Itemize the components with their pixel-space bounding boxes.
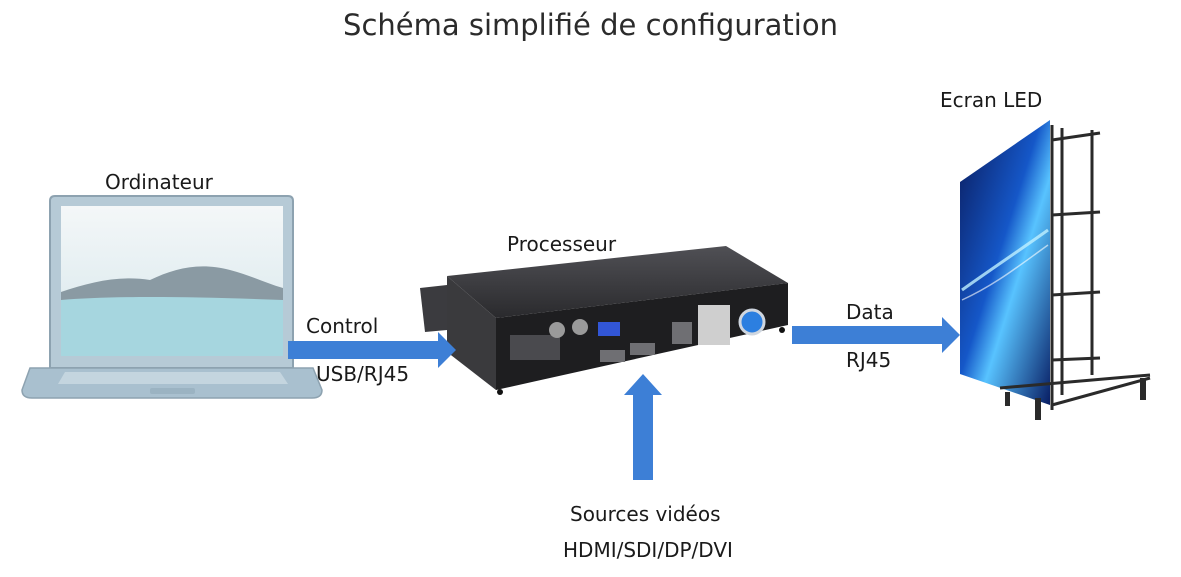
processor-illustration: [420, 246, 788, 395]
arrow-data: [792, 317, 960, 353]
label-control: Control: [306, 314, 379, 338]
label-computer: Ordinateur: [105, 170, 213, 194]
led-panel: [960, 120, 1050, 405]
diagram-title: Schéma simplifié de configuration: [343, 8, 838, 42]
arrow-control: [288, 332, 456, 368]
arrow-sources: [624, 374, 662, 480]
laptop-illustration: [21, 195, 323, 399]
label-sources-formats: HDMI/SDI/DP/DVI: [563, 538, 733, 562]
label-led-screen: Ecran LED: [940, 88, 1043, 112]
led-screen-illustration: [960, 120, 1151, 420]
label-control-interface: USB/RJ45: [316, 362, 410, 386]
label-sources: Sources vidéos: [570, 502, 721, 526]
label-processor: Processeur: [507, 232, 617, 256]
label-data: Data: [846, 300, 894, 324]
rack-ear-left: [420, 285, 447, 332]
label-data-interface: RJ45: [846, 348, 892, 372]
